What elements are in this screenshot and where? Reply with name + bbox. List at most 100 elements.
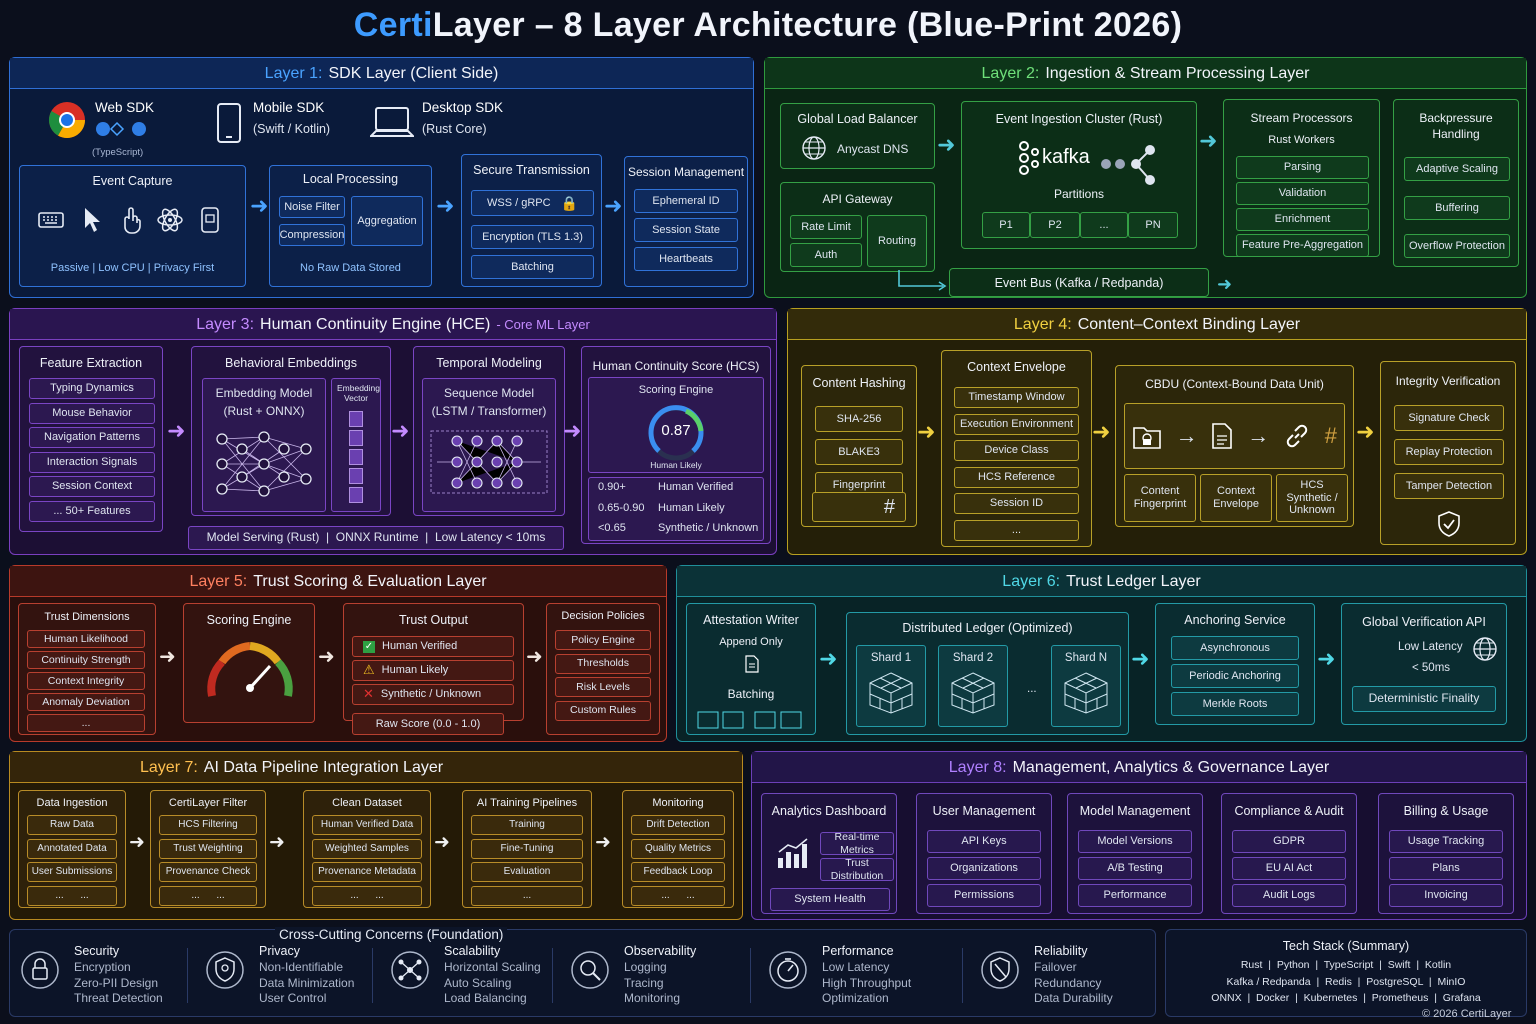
arrow: ➜	[1317, 646, 1336, 671]
concern-title: Observability	[624, 944, 697, 958]
layer-4: Layer 4:Content–Context Binding Layer Co…	[787, 308, 1527, 555]
mobile-sdk-label: Mobile SDK	[253, 100, 325, 115]
list-item: ...	[27, 714, 145, 732]
rust-workers-label: Rust Workers	[1268, 134, 1335, 146]
title-rest: Layer – 8 Layer Architecture (Blue-Print…	[432, 6, 1183, 44]
validation-item: Validation	[1236, 182, 1369, 205]
network-icon	[390, 950, 430, 990]
list-item: Continuity Strength	[27, 651, 145, 669]
governance-module-title: Billing & Usage	[1403, 804, 1489, 818]
cube-icon	[948, 671, 998, 715]
list-item: Timestamp Window	[954, 387, 1079, 408]
rate-limit-item: Rate Limit	[790, 215, 862, 239]
batching-item: Batching	[471, 255, 594, 279]
layer-3-header: Layer 3:Human Continuity Engine (HCE)- C…	[10, 309, 776, 340]
hcs-score-value: 0.87	[661, 421, 691, 439]
privacy-shield-icon	[205, 950, 245, 990]
noise-filter-item: Noise Filter	[279, 196, 345, 218]
list-item: Provenance Metadata	[312, 862, 422, 882]
threshold-3-range: <0.65	[598, 522, 626, 534]
layer-2-header: Layer 2:Ingestion & Stream Processing La…	[765, 58, 1526, 89]
list-item: Annotated Data	[27, 838, 117, 859]
system-health-item: System Health	[770, 888, 890, 911]
concern-title: Scalability	[444, 944, 501, 958]
cbdu-box: CBDU (Context-Bound Data Unit) → → # Con…	[1115, 365, 1354, 527]
x-icon: ✕	[363, 686, 374, 702]
event-capture-note: Passive | Low CPU | Privacy First	[50, 262, 215, 274]
analytics-dashboard-title: Analytics Dashboard	[771, 804, 887, 818]
arrow: ➜	[1356, 419, 1375, 444]
observability-icon	[570, 950, 610, 990]
context-envelope-title: Context Envelope	[967, 360, 1066, 374]
parsing-item: Parsing	[1236, 156, 1369, 179]
scoring-engine-label: Scoring Engine	[638, 384, 714, 396]
asynchronous-item: Asynchronous	[1171, 636, 1299, 660]
adaptive-scaling-item: Adaptive Scaling	[1404, 157, 1510, 181]
arrow: ➜	[436, 193, 455, 218]
shard-n: Shard N	[1051, 645, 1121, 727]
embedding-vector-box: Embedding Vector	[331, 378, 381, 512]
list-item: Human Likelihood	[27, 630, 145, 648]
session-state-item: Session State	[634, 218, 738, 242]
list-item: Typing Dynamics	[29, 378, 155, 399]
check-icon: ✓	[363, 640, 375, 653]
concern-item: Threat Detection	[74, 991, 163, 1005]
concern-item: Load Balancing	[444, 991, 527, 1005]
arrow: ➜	[1199, 128, 1218, 153]
concern-item: Zero-PII Design	[74, 975, 159, 990]
concern-item: Tracing	[624, 975, 664, 990]
list-item: Drift Detection	[631, 815, 725, 835]
governance-module-title: Compliance & Audit	[1234, 804, 1344, 818]
hcs-thresholds-box	[588, 477, 764, 541]
concern-title: Performance	[822, 944, 894, 958]
arrow: ➜	[434, 832, 450, 853]
overflow-protection-item: Overflow Protection	[1404, 234, 1510, 258]
threshold-2-range: 0.65-0.90	[598, 502, 645, 514]
trust-output-title: Trust Output	[398, 613, 468, 627]
ephemeral-id-item: Ephemeral ID	[634, 189, 738, 213]
low-latency-label: Low Latency	[1398, 641, 1463, 653]
stream-processors-box: Stream Processors Rust Workers Parsing V…	[1223, 99, 1380, 257]
chrome-icon	[47, 100, 87, 140]
concern-item: Encryption	[74, 960, 131, 974]
list-item: Device Class	[954, 440, 1079, 461]
threshold-1-range: 0.90+	[598, 481, 626, 493]
arrow: ➜	[269, 832, 285, 853]
sha256-item: SHA-256	[815, 406, 903, 432]
link-icon	[1283, 422, 1311, 450]
warning-icon: ⚠	[363, 662, 375, 678]
integrity-verification-box: Integrity Verification Signature Check R…	[1380, 361, 1516, 545]
scoring-engine-box: Scoring Engine	[183, 603, 315, 723]
arrow: ➜	[129, 832, 145, 853]
hcs-score-label: Human Likely	[650, 459, 702, 470]
stopwatch-icon	[768, 950, 808, 990]
list-item: Session ID	[954, 493, 1079, 514]
tech-stack-title: Tech Stack (Summary)	[1282, 939, 1410, 953]
anycast-dns-label: Anycast DNS	[837, 142, 909, 156]
compression-item: Compression	[279, 224, 345, 246]
layer-7-header: Layer 7:AI Data Pipeline Integration Lay…	[10, 752, 742, 783]
layer-7: Layer 7:AI Data Pipeline Integration Lay…	[9, 751, 743, 920]
cursor-icon	[82, 206, 104, 234]
replay-protection-item: Replay Protection	[1394, 439, 1504, 465]
list-item: Policy Engine	[555, 630, 651, 650]
attestation-writer-box: Attestation Writer Append Only Batching	[686, 603, 816, 735]
concern-title: Security	[74, 944, 120, 958]
sequence-model-label: Sequence Model	[443, 386, 535, 400]
arrow: ➜	[159, 646, 176, 668]
global-load-balancer-box: Global Load Balancer Anycast DNS	[780, 103, 935, 169]
list-item: Thresholds	[555, 653, 651, 674]
event-capture-title: Event Capture	[92, 174, 173, 188]
list-item: Session Context	[29, 476, 155, 497]
cube-icon	[1061, 671, 1111, 715]
list-item: Custom Rules	[555, 700, 651, 721]
merkle-roots-item: Merkle Roots	[1171, 692, 1299, 716]
lock-shield-icon	[20, 950, 60, 990]
list-item: ...	[954, 519, 1079, 541]
layer-5: Layer 5:Trust Scoring & Evaluation Layer…	[9, 565, 667, 742]
concern-item: Auto Scaling	[444, 975, 512, 990]
loop-arrow	[895, 268, 951, 292]
